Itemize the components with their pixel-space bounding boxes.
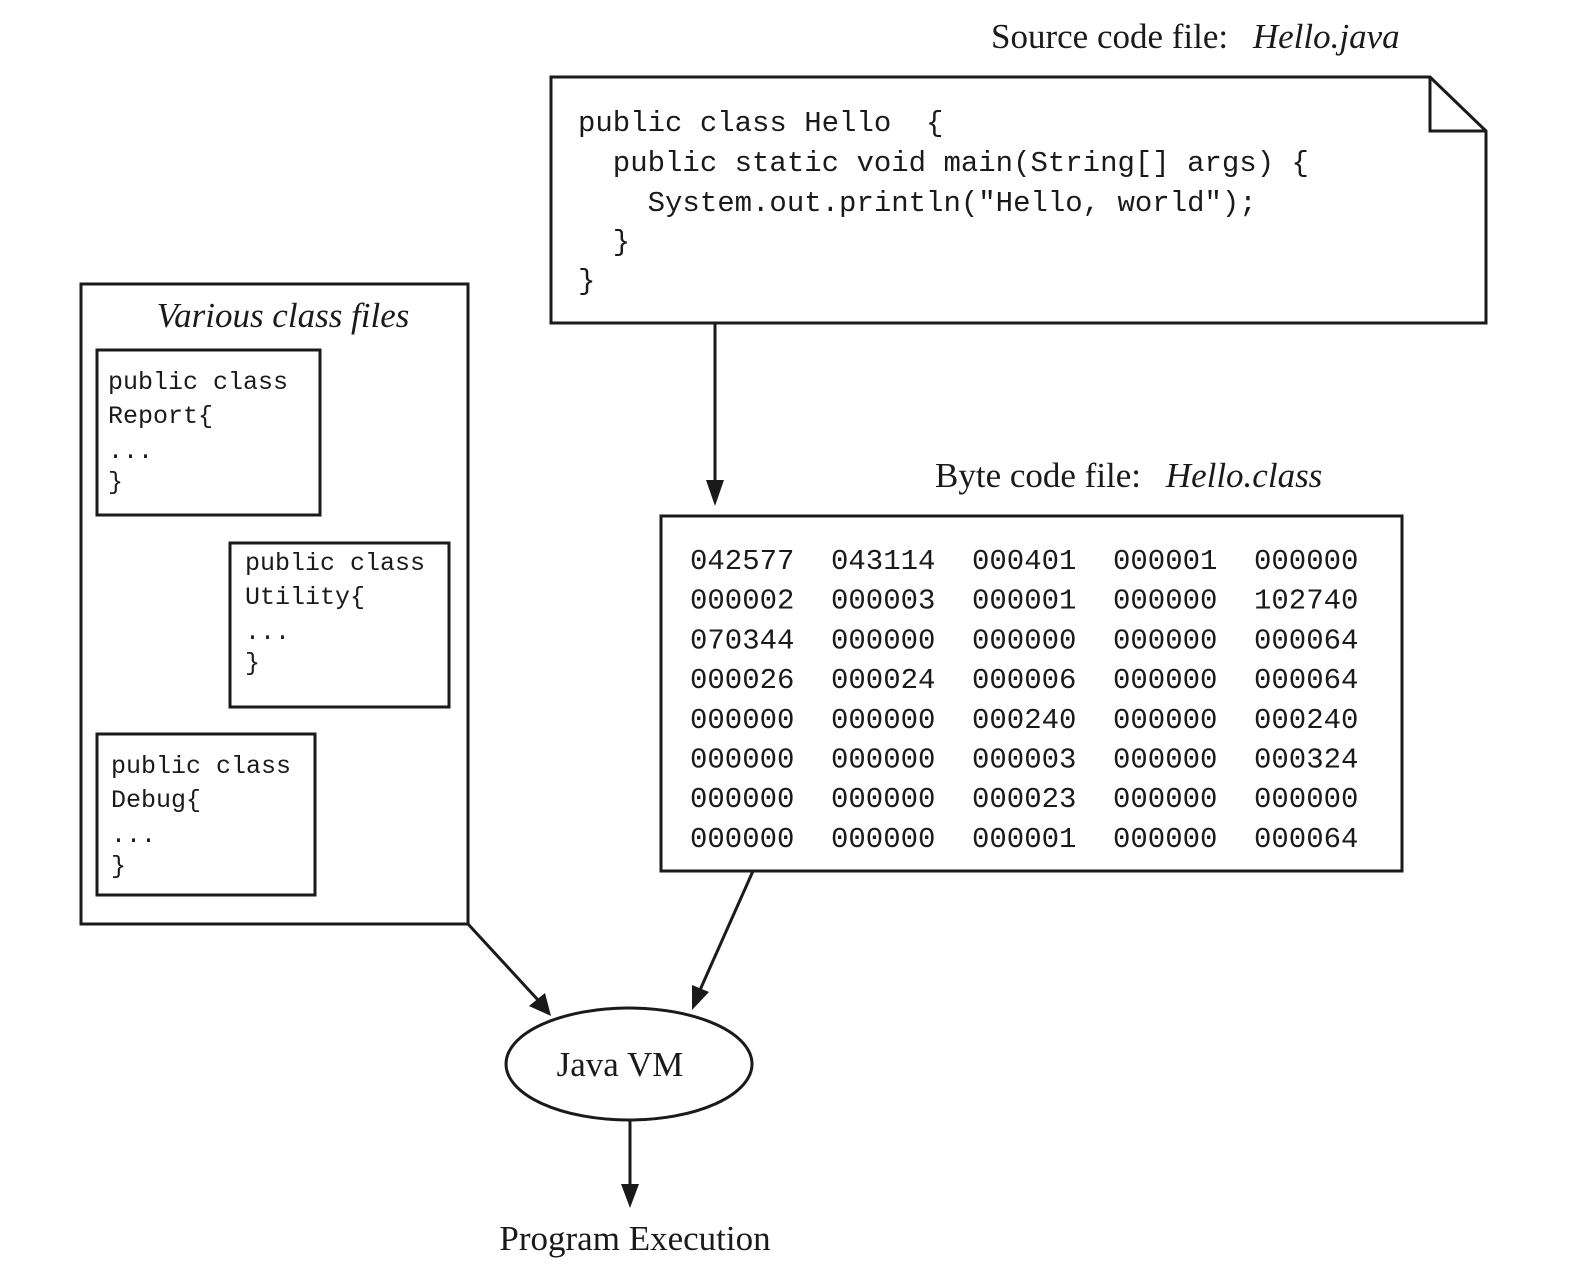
source-code-frame (549, 75, 1488, 325)
utility-class-text: public class Utility{ ... } (245, 549, 440, 678)
classes-to-jvm-line (466, 922, 540, 1002)
source-code-document: public class Hello { public static void … (549, 75, 1488, 325)
bytecode-word: 000000 (831, 624, 935, 657)
bytecode-word: 000001 (972, 823, 1076, 856)
report-class-box (95, 348, 322, 517)
bytecode-word: 000003 (972, 744, 1076, 777)
bytecode-file-title: Byte code file: Hello.class (935, 456, 1322, 495)
bytecode-word: 000240 (1254, 704, 1358, 737)
class-files-panel: Various class files public class Report{… (79, 282, 470, 926)
bytecode-word: 000000 (1113, 585, 1217, 618)
bytecode-word: 000001 (972, 585, 1076, 618)
bytecode-word: 000001 (1113, 545, 1217, 578)
bytecode-word: 000003 (831, 585, 935, 618)
bytecode-word: 000000 (690, 704, 794, 737)
java-vm-node: Java VM (504, 1006, 754, 1122)
class-line: } (111, 852, 126, 881)
bytecode-word: 000064 (1254, 823, 1358, 856)
program-execution-label: Program Execution (499, 1219, 770, 1258)
bytecode-word: 000401 (972, 545, 1076, 578)
bytecode-frame (659, 514, 1404, 873)
bytecode-word: 000000 (690, 744, 794, 777)
source-file-title-prefix: Source code file: (991, 17, 1228, 56)
debug-class-box (95, 732, 317, 897)
bytecode-word: 000000 (690, 823, 794, 856)
bytecode-word: 000026 (690, 664, 794, 697)
source-line: } (578, 226, 630, 259)
java-vm-label: Java VM (557, 1045, 684, 1084)
report-class-text: public class Report{ ... } (108, 368, 303, 497)
bytecode-word: 000000 (1113, 744, 1217, 777)
bytecode-word: 000324 (1254, 744, 1358, 777)
bytecode-document: 042577 043114 000401 000001 000000 000002 0000… (659, 514, 1404, 873)
class-line: Report{ (108, 402, 213, 431)
class-line: } (108, 468, 123, 497)
bytecode-word: 000000 (1113, 823, 1217, 856)
bytecode-word: 042577 (690, 545, 794, 578)
compile-arrowhead (706, 480, 724, 506)
bytecode-word: 070344 (690, 624, 794, 657)
class-line: public class (108, 368, 288, 397)
class-line: ... (245, 618, 290, 647)
debug-class-text: public class Debug{ ... } (111, 752, 306, 881)
source-line: public class Hello { (578, 107, 943, 140)
class-line: } (245, 649, 260, 678)
java-vm-ellipse (504, 1006, 754, 1122)
class-line: ... (108, 437, 153, 466)
bytecode-word: 000000 (1113, 704, 1217, 737)
bytecode-to-jvm-line (698, 870, 755, 991)
bytecode-file-title-prefix: Byte code file: (935, 456, 1141, 495)
bytecode-word: 000064 (1254, 624, 1358, 657)
bytecode-word: 000000 (831, 783, 935, 816)
bytecode-word: 000000 (831, 704, 935, 737)
bytecode-word: 000000 (1254, 783, 1358, 816)
source-line: System.out.println("Hello, world"); (578, 187, 1257, 220)
bytecode-word: 000023 (972, 783, 1076, 816)
utility-class-box (228, 541, 451, 709)
bytecode-word: 000000 (831, 744, 935, 777)
source-line: public static void main(String[] args) { (578, 147, 1309, 180)
bytecode-word: 000000 (1113, 664, 1217, 697)
bytecode-word: 000002 (690, 585, 794, 618)
bytecode-word: 043114 (831, 545, 935, 578)
class-line: public class (111, 752, 291, 781)
bytecode-word: 102740 (1254, 585, 1358, 618)
source-code-text: public class Hello { public static void … (578, 107, 1326, 298)
source-line: } (578, 265, 595, 298)
bytecode-word: 000024 (831, 664, 935, 697)
classes-to-jvm-arrowhead (529, 993, 551, 1016)
bytecode-word: 000000 (972, 624, 1076, 657)
bytecode-file-name: Hello.class (1165, 456, 1323, 495)
bytecode-word: 000000 (831, 823, 935, 856)
flow-arrows (466, 323, 755, 1208)
class-line: public class (245, 549, 425, 578)
bytecode-word: 000064 (1254, 664, 1358, 697)
bytecode-word: 000006 (972, 664, 1076, 697)
class-line: Debug{ (111, 786, 201, 815)
bytecode-word: 000240 (972, 704, 1076, 737)
bytecode-grid: 042577 043114 000401 000001 000000 000002 0000… (690, 545, 1358, 856)
class-files-title: Various class files (157, 296, 410, 335)
source-file-name: Hello.java (1252, 17, 1400, 56)
bytecode-word: 000000 (1113, 624, 1217, 657)
bytecode-word: 000000 (690, 783, 794, 816)
bytecode-word: 000000 (1113, 783, 1217, 816)
jvm-to-execution-arrowhead (621, 1184, 639, 1208)
source-file-title: Source code file: Hello.java (991, 17, 1400, 56)
folded-corner (1428, 77, 1486, 133)
class-line: ... (111, 821, 156, 850)
class-line: Utility{ (245, 583, 365, 612)
bytecode-to-jvm-arrowhead (692, 985, 709, 1010)
bytecode-word: 000000 (1254, 545, 1358, 578)
